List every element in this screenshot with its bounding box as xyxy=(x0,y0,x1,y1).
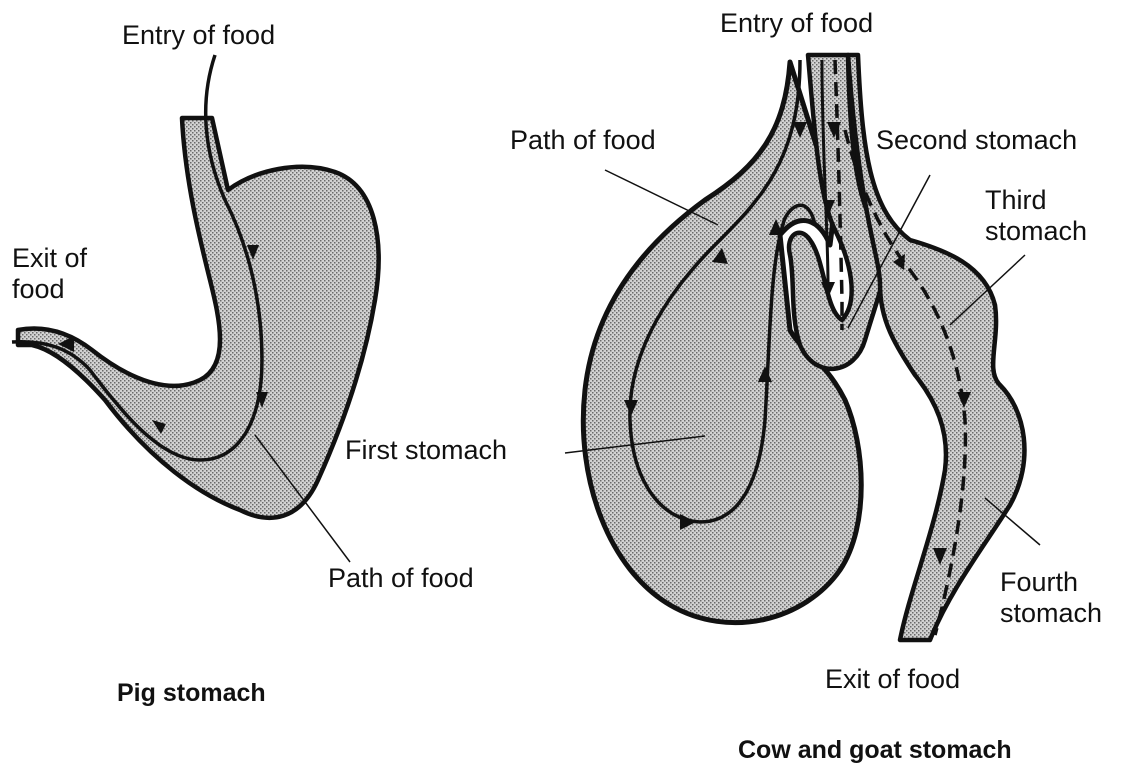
pig-entry-label: Entry of food xyxy=(122,20,275,51)
cow-path-label: Path of food xyxy=(510,125,656,156)
third-stomach-line2: stomach xyxy=(985,216,1087,247)
second-stomach-label: Second stomach xyxy=(876,125,1077,156)
pig-path-label: Path of food xyxy=(328,563,474,594)
cow-entry-label: Entry of food xyxy=(720,8,873,39)
fourth-stomach-line1: Fourth xyxy=(1000,567,1102,598)
pig-exit-label-line2: food xyxy=(12,274,87,305)
third-stomach-line1: Third xyxy=(985,185,1087,216)
cow-path-leader xyxy=(605,170,718,225)
fourth-stomach-label: Fourth stomach xyxy=(1000,567,1102,629)
third-stomach-label: Third stomach xyxy=(985,185,1087,247)
fourth-stomach-line2: stomach xyxy=(1000,598,1102,629)
cow-exit-label: Exit of food xyxy=(825,664,960,695)
first-stomach-label: First stomach xyxy=(345,435,507,466)
cow-caption: Cow and goat stomach xyxy=(738,736,1012,765)
pig-caption: Pig stomach xyxy=(117,679,266,708)
pig-exit-label-line1: Exit of xyxy=(12,243,87,274)
pig-exit-label: Exit of food xyxy=(12,243,87,305)
pig-stomach-outline xyxy=(18,118,379,518)
